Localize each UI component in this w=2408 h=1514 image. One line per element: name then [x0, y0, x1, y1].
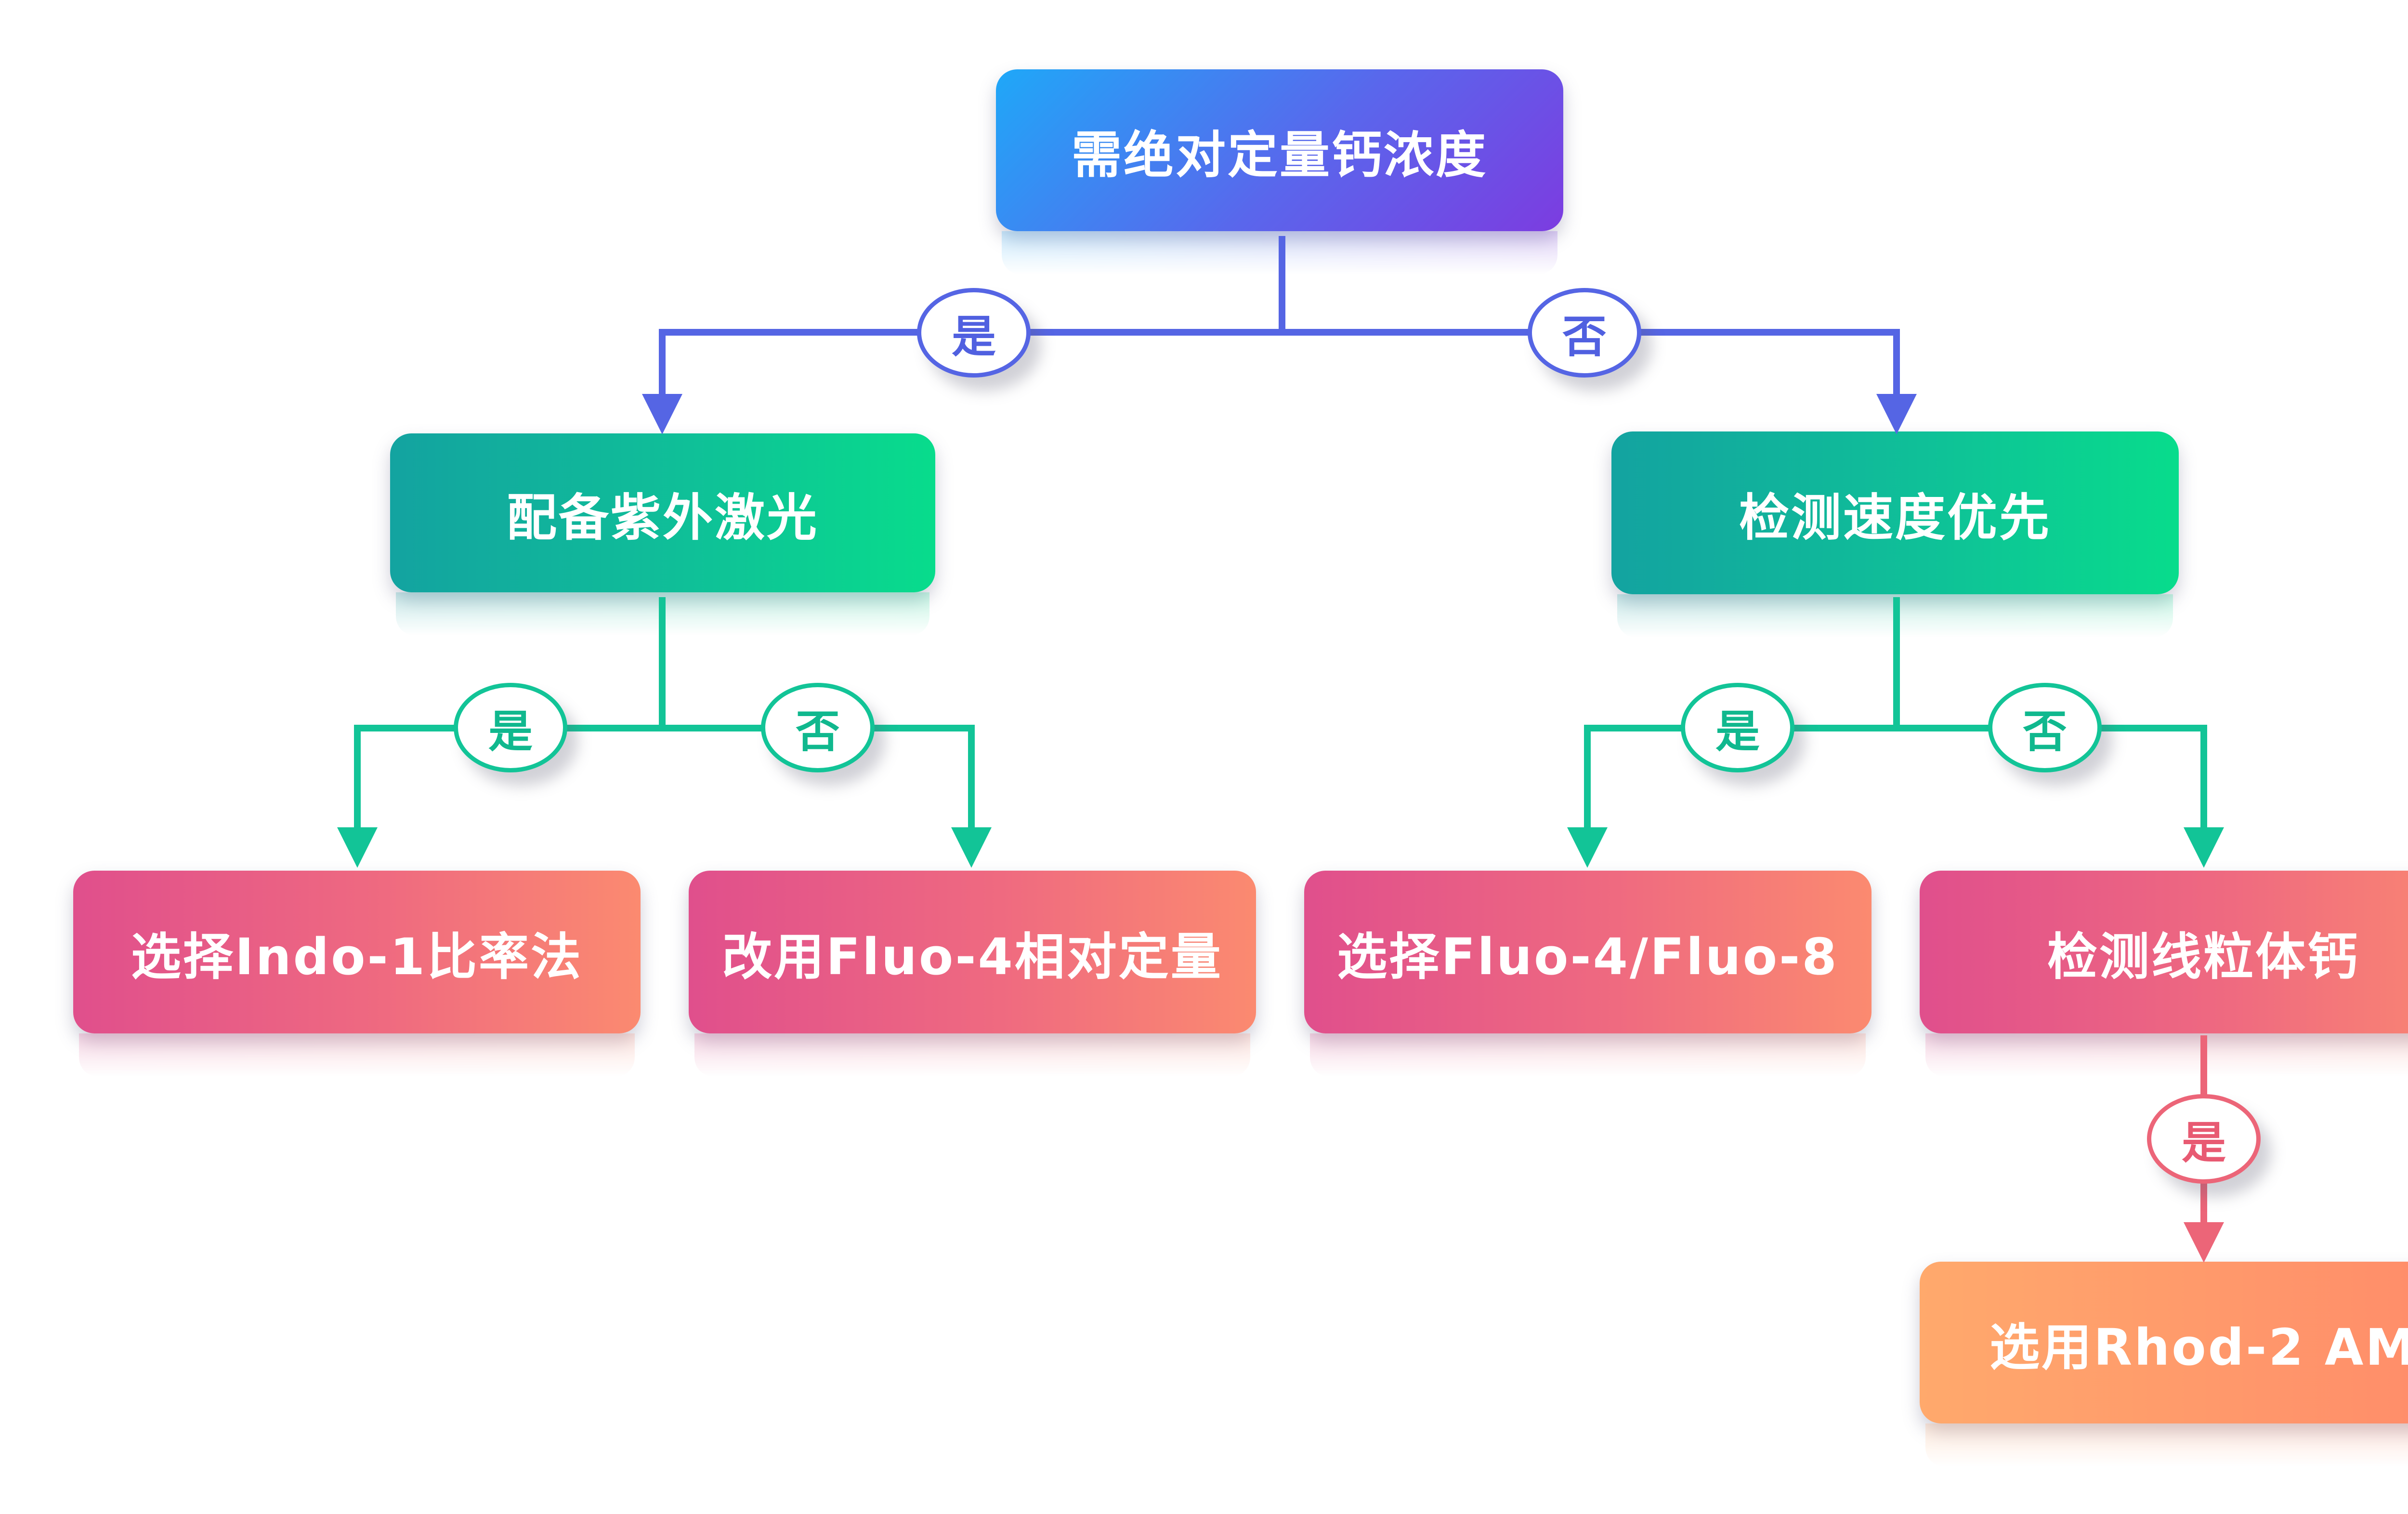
- node-fluo4-relative-label: 改用Fluo-4相对定量: [722, 927, 1223, 986]
- edge-label-uv-yes: 是: [454, 683, 567, 772]
- edge-label-root-no: 否: [1528, 288, 1641, 378]
- edge-label-root-yes: 是: [917, 288, 1031, 378]
- node-speed-first: 检测速度优先: [1611, 431, 2179, 638]
- node-mito-calcium: 检测线粒体钙: [1920, 871, 2408, 1077]
- node-speed-first-label: 检测速度优先: [1739, 488, 2051, 547]
- node-root-label: 需绝对定量钙浓度: [1071, 125, 1488, 184]
- node-rhod2-reflection: [1925, 1423, 2408, 1467]
- node-mito-calcium-label: 检测线粒体钙: [2047, 927, 2359, 986]
- node-mito-calcium-reflection: [1925, 1033, 2408, 1077]
- node-indo1: 选择Indo-1比率法: [73, 871, 641, 1077]
- edge-root-no: [1282, 329, 1917, 434]
- node-fluo4-fluo8-label: 选择Fluo-4/Fluo-8: [1337, 927, 1839, 986]
- edge-label-uv-no: 否: [761, 683, 875, 772]
- edge-label-mito-yes: 是: [2147, 1094, 2261, 1184]
- node-indo1-reflection: [79, 1033, 635, 1077]
- node-rhod2: 选用Rhod-2 AM: [1920, 1262, 2408, 1467]
- edge-label-speed-no: 否: [1988, 683, 2102, 772]
- node-fluo4-fluo8: 选择Fluo-4/Fluo-8: [1304, 871, 1871, 1077]
- node-fluo4-fluo8-reflection: [1310, 1033, 1866, 1077]
- node-root: 需绝对定量钙浓度: [996, 69, 1563, 274]
- node-indo1-label: 选择Indo-1比率法: [131, 927, 583, 986]
- node-rhod2-label: 选用Rhod-2 AM: [1989, 1318, 2408, 1377]
- node-uv-laser-label: 配备紫外激光: [506, 488, 819, 547]
- node-fluo4-relative-reflection: [694, 1033, 1250, 1077]
- node-fluo4-relative: 改用Fluo-4相对定量: [689, 871, 1256, 1077]
- edge-label-speed-yes: 是: [1681, 683, 1794, 772]
